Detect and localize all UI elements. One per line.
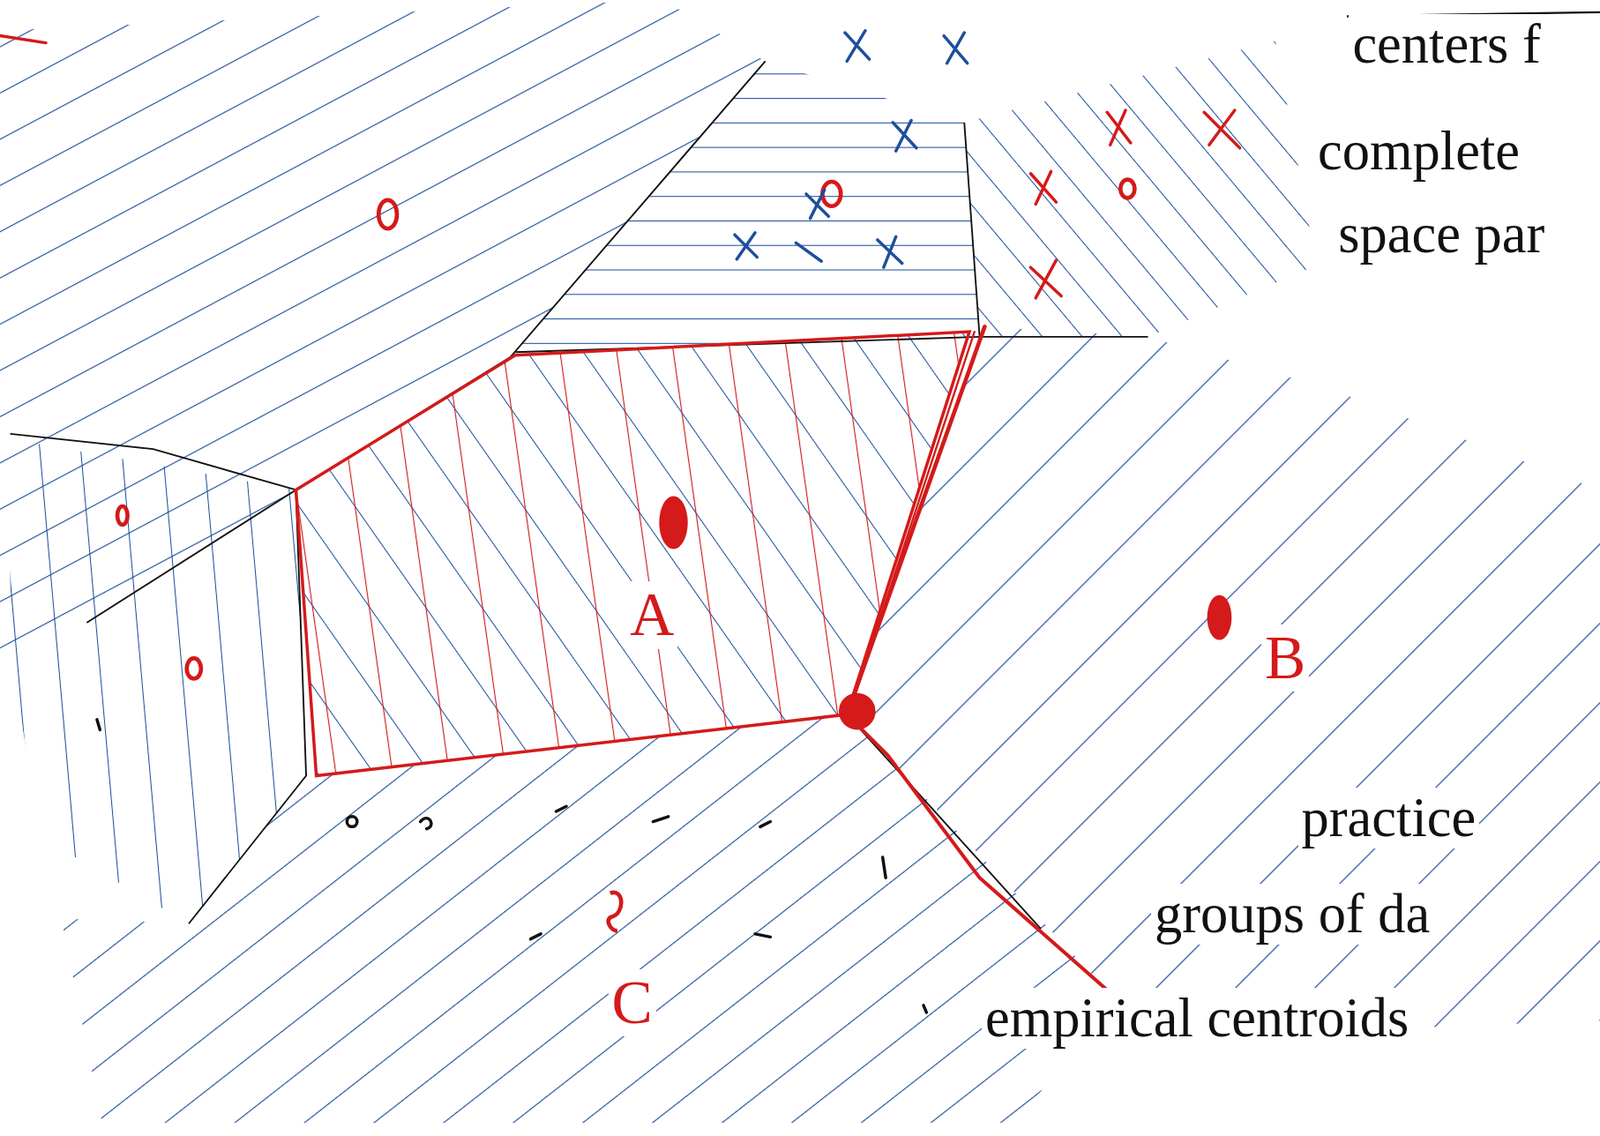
note-text: complete (1314, 120, 1524, 182)
note-text: space par (1334, 203, 1548, 265)
note-text: groups of da (1151, 883, 1434, 945)
region-letter: A (626, 581, 678, 649)
region-letter: B (1261, 624, 1309, 692)
note-text: practice (1298, 787, 1481, 849)
note-text: centers f (1348, 14, 1544, 75)
note-text: empirical centroids (981, 987, 1413, 1049)
region-letter: C (608, 969, 657, 1037)
